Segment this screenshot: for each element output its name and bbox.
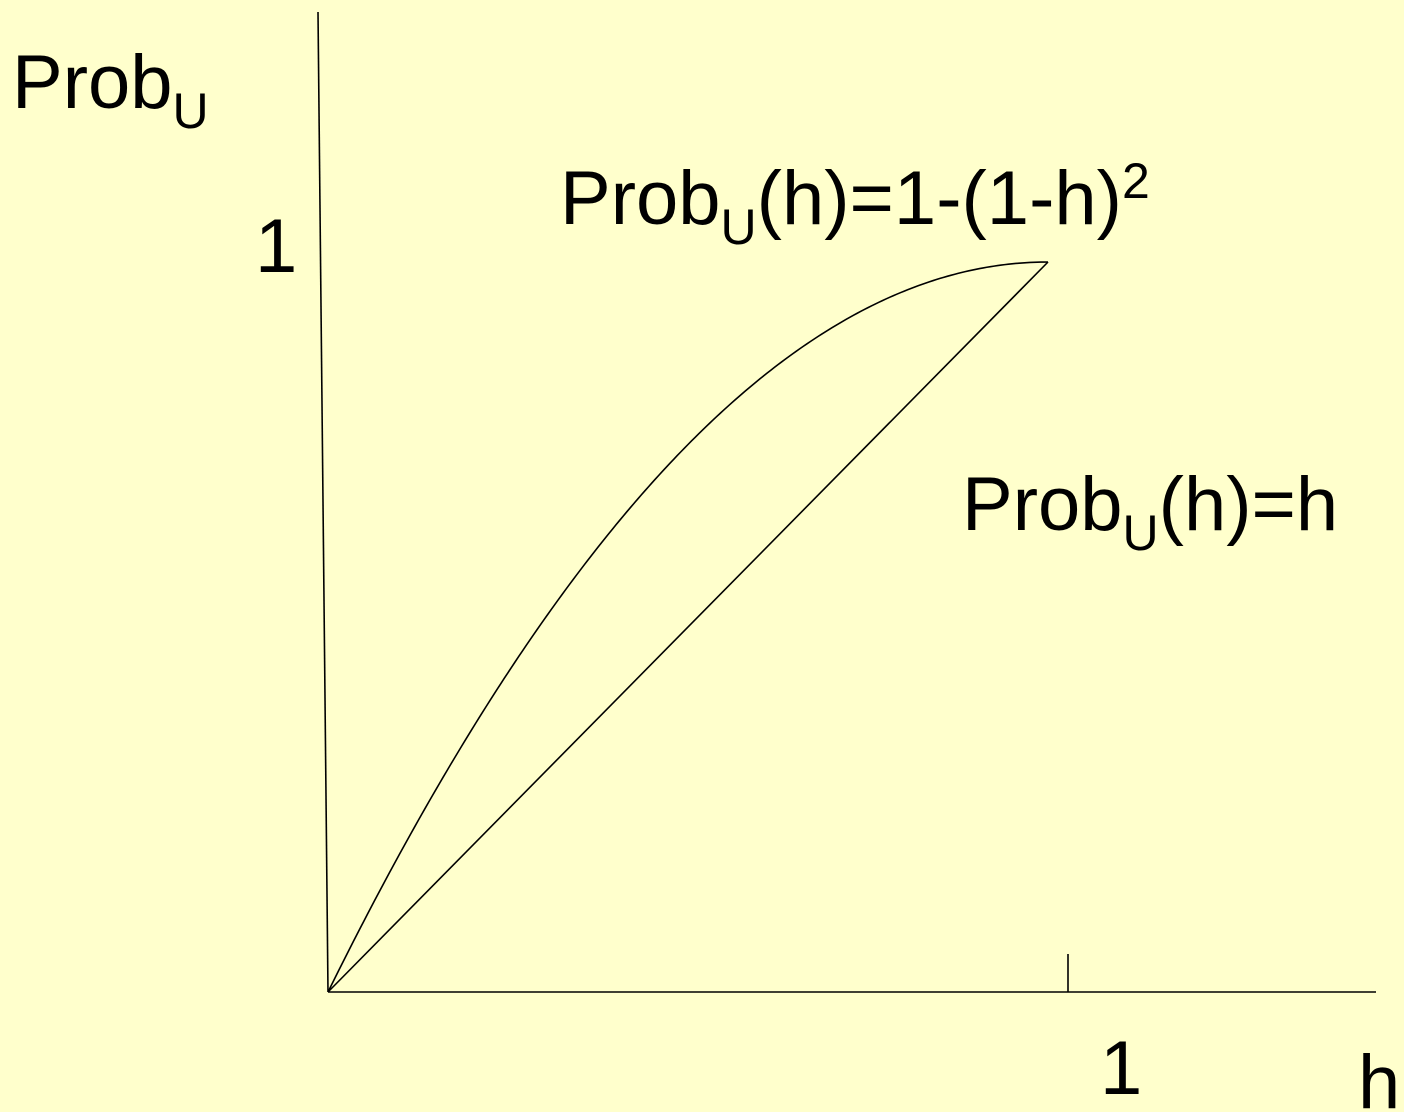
x-axis-label: h	[1358, 1040, 1400, 1112]
chart-labels: ProbU 1 1 h ProbU(h)=1-(1-h)2 ProbU(h)=h	[12, 40, 1400, 1112]
x-tick-label: 1	[1100, 1026, 1142, 1111]
series-curve-line	[327, 261, 1049, 993]
plot-area	[317, 11, 1376, 993]
curve-annotation: ProbU(h)=1-(1-h)2	[560, 153, 1150, 255]
y-axis	[317, 11, 329, 993]
y-tick-label: 1	[255, 204, 297, 289]
y-axis-label: ProbU	[12, 40, 209, 139]
diagonal-annotation: ProbU(h)=h	[962, 462, 1338, 561]
series-diagonal-line	[327, 261, 1049, 993]
